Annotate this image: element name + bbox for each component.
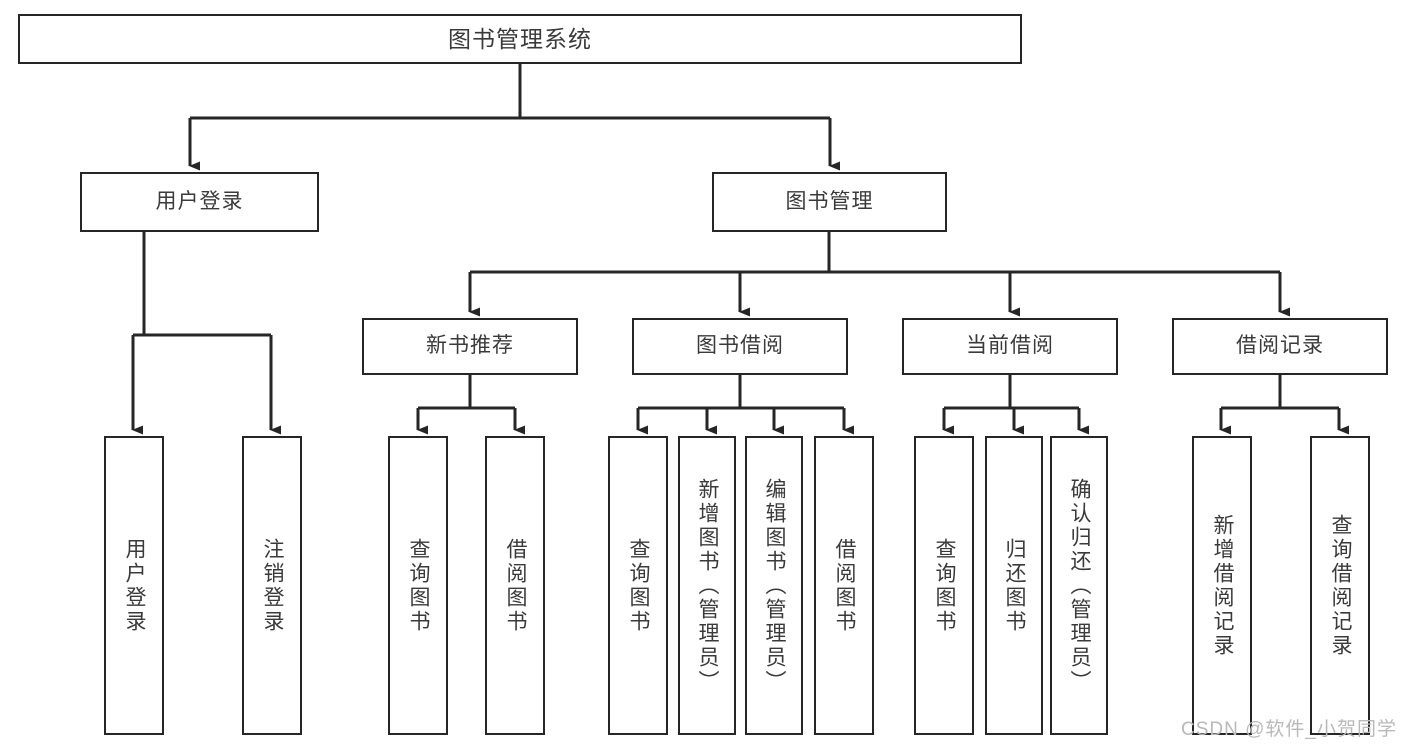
leaf-label: 新增图书（管理员）	[696, 477, 720, 694]
leaf-label: 借阅图书	[504, 537, 528, 634]
node-leaf-query-borrow-record[interactable]: 查询借阅记录	[1310, 436, 1370, 735]
node-leaf-confirm-return-admin[interactable]: 确认归还（管理员）	[1050, 436, 1108, 735]
leaf-label: 查询图书	[627, 537, 651, 634]
node-leaf-add-book-admin[interactable]: 新增图书（管理员）	[678, 436, 736, 735]
node-book-borrow[interactable]: 图书借阅	[632, 318, 848, 375]
leaf-label: 注销登录	[261, 537, 285, 634]
node-leaf-query-book-recommend[interactable]: 查询图书	[388, 436, 448, 735]
leaf-label: 新增借阅记录	[1211, 513, 1235, 658]
node-leaf-user-login[interactable]: 用户登录	[104, 436, 164, 735]
node-borrow-record[interactable]: 借阅记录	[1172, 318, 1388, 375]
node-current-borrow[interactable]: 当前借阅	[902, 318, 1118, 375]
leaf-label: 查询图书	[933, 537, 957, 634]
leaf-label: 确认归还（管理员）	[1068, 477, 1092, 694]
node-leaf-return-book[interactable]: 归还图书	[985, 436, 1043, 735]
node-user-login[interactable]: 用户登录	[80, 172, 319, 232]
leaf-label: 用户登录	[123, 537, 147, 634]
node-leaf-query-book-current[interactable]: 查询图书	[914, 436, 974, 735]
node-leaf-edit-book-admin[interactable]: 编辑图书（管理员）	[745, 436, 803, 735]
leaf-label: 查询图书	[407, 537, 431, 634]
node-leaf-query-book-borrow[interactable]: 查询图书	[608, 436, 668, 735]
node-new-book-recommend[interactable]: 新书推荐	[362, 318, 578, 375]
leaf-label: 编辑图书（管理员）	[763, 477, 787, 694]
leaf-label: 借阅图书	[833, 537, 857, 634]
watermark-text: CSDN @软件_小贺同学	[1181, 719, 1397, 740]
node-leaf-logout[interactable]: 注销登录	[242, 436, 302, 735]
leaf-label: 查询借阅记录	[1329, 513, 1353, 658]
node-root-system[interactable]: 图书管理系统	[18, 14, 1022, 64]
node-leaf-borrow-book[interactable]: 借阅图书	[814, 436, 874, 735]
node-leaf-borrow-book-recommend[interactable]: 借阅图书	[485, 436, 545, 735]
node-book-management[interactable]: 图书管理	[712, 172, 947, 232]
node-leaf-add-borrow-record[interactable]: 新增借阅记录	[1192, 436, 1252, 735]
leaf-label: 归还图书	[1003, 537, 1027, 634]
